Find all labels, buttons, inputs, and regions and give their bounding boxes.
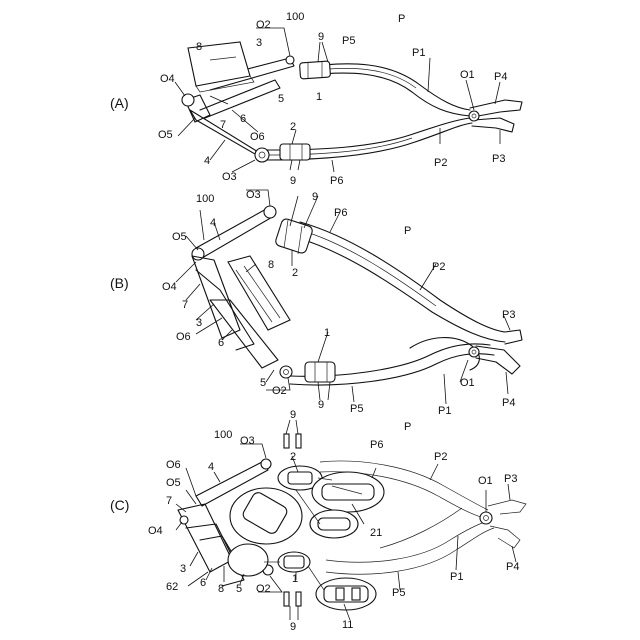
label-b-1: 1	[324, 327, 330, 339]
label-c-6: 6	[200, 577, 206, 589]
label-c-p4: P4	[506, 561, 519, 573]
view-a-caption: (A)	[110, 95, 129, 111]
label-b-7: 7	[182, 299, 188, 311]
label-a-p6: P6	[330, 175, 343, 187]
label-a-1: 1	[316, 91, 322, 103]
label-b-p6: P6	[334, 207, 347, 219]
label-c-p5: P5	[392, 587, 405, 599]
label-c-o5: O5	[166, 477, 181, 489]
label-c-o6: O6	[166, 459, 181, 471]
label-a-o5: O5	[158, 129, 173, 141]
label-c-5: 5	[236, 583, 242, 595]
label-b-5: 5	[260, 377, 266, 389]
label-a-100: 100	[286, 11, 304, 23]
label-c-p2: P2	[434, 451, 447, 463]
label-a-4: 4	[204, 155, 210, 167]
label-a-5: 5	[278, 93, 284, 105]
label-c-o4: O4	[148, 525, 163, 537]
view-a-drawing	[175, 28, 522, 172]
label-c-o2: O2	[256, 583, 271, 595]
label-a-o6: O6	[250, 131, 265, 143]
label-b-8: 8	[268, 259, 274, 271]
label-c-4: 4	[208, 461, 214, 473]
label-c-p3: P3	[504, 473, 517, 485]
label-c-62: 62	[166, 581, 178, 593]
label-c-2: 2	[290, 451, 296, 463]
label-a-o3: O3	[222, 171, 237, 183]
view-a-labels: 100 P O2 3 8 9 P5 P1 O1 P4 5 1 O4 6 7 O5…	[158, 11, 507, 187]
label-a-p1: P1	[412, 47, 425, 59]
label-c-8: 8	[218, 583, 224, 595]
view-b-labels: 100 O3 9 P6 P O5 4 2 P2 8 O4 7 3 P3 O6 6…	[162, 189, 515, 417]
label-c-3: 3	[180, 563, 186, 575]
label-b-o4: O4	[162, 281, 177, 293]
label-b-o6: O6	[176, 331, 191, 343]
label-b-p: P	[404, 225, 411, 237]
label-a-o4: O4	[160, 73, 175, 85]
label-c-9: 9	[290, 409, 296, 421]
label-b-p3: P3	[502, 309, 515, 321]
label-a-9: 9	[318, 31, 324, 43]
label-b-o1: O1	[460, 377, 475, 389]
label-c-o3: O3	[240, 435, 255, 447]
label-c-p1: P1	[450, 571, 463, 583]
label-c-11: 11	[342, 619, 353, 631]
label-c-p: P	[404, 421, 411, 433]
label-c-100: 100	[214, 429, 232, 441]
view-c-caption: (C)	[110, 497, 129, 513]
label-c-7: 7	[166, 495, 172, 507]
label-a-3: 3	[256, 37, 262, 49]
label-b-o5: O5	[172, 231, 187, 243]
label-c-p6: P6	[370, 439, 383, 451]
label-b-2: 2	[292, 267, 298, 279]
label-b-6: 6	[218, 337, 224, 349]
label-a-o1: O1	[460, 69, 475, 81]
label-a-8: 8	[196, 41, 202, 53]
label-a-p5: P5	[342, 35, 355, 47]
label-a-6: 6	[240, 113, 246, 125]
label-b-9: 9	[312, 191, 318, 203]
label-a-p2: P2	[434, 157, 447, 169]
label-c-1: 1	[292, 573, 298, 585]
label-b-100: 100	[196, 193, 214, 205]
label-c-9b: 9	[290, 621, 296, 633]
label-b-o3: O3	[246, 189, 261, 201]
label-a-7: 7	[220, 119, 226, 131]
label-b-p1: P1	[438, 405, 451, 417]
view-c-drawing	[176, 420, 526, 620]
view-b-drawing	[176, 190, 522, 404]
label-a-p3: P3	[492, 153, 505, 165]
label-b-p4: P4	[502, 397, 515, 409]
label-b-4: 4	[210, 217, 216, 229]
view-b-caption: (B)	[110, 275, 129, 291]
label-c-o1: O1	[478, 475, 493, 487]
label-b-9b: 9	[318, 399, 324, 411]
label-a-9b: 9	[290, 175, 296, 187]
label-b-p2: P2	[432, 261, 445, 273]
label-a-o2: O2	[256, 19, 271, 31]
label-a-p: P	[398, 13, 405, 25]
label-b-o2: O2	[272, 385, 287, 397]
label-b-3: 3	[196, 317, 202, 329]
label-a-p4: P4	[494, 71, 507, 83]
label-a-2: 2	[290, 121, 296, 133]
label-c-21: 21	[370, 527, 382, 539]
label-b-p5: P5	[350, 403, 363, 415]
